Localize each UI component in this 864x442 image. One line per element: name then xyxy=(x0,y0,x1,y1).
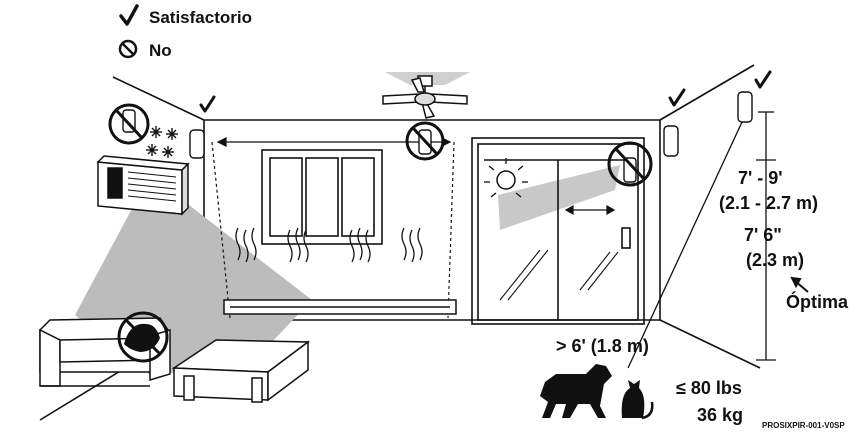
legend-ok-label: Satisfactorio xyxy=(149,8,252,27)
height-optimal-m: (2.3 m) xyxy=(746,250,804,270)
pet-weight-kg: 36 kg xyxy=(697,405,743,425)
sensor-left-corner-ok xyxy=(190,97,214,158)
sensor-fan-prohibited xyxy=(407,123,443,159)
part-code: PROSIXPIR-001-V0SP xyxy=(762,421,845,430)
detection-line xyxy=(628,122,742,368)
snowflake-icons xyxy=(146,126,178,158)
height-range-m: (2.1 - 2.7 m) xyxy=(719,193,818,213)
dog-silhouette xyxy=(540,364,612,418)
wall-width-arrow xyxy=(218,138,450,146)
slide-direction-arrow xyxy=(566,206,614,214)
legend: Satisfactorio No xyxy=(120,6,252,60)
ceiling-fan xyxy=(383,76,467,118)
sensor-ceiling-right-ok xyxy=(738,72,770,122)
sensor-right-corner-ok xyxy=(664,90,684,156)
sunlight-beam xyxy=(498,165,620,230)
legend-no-label: No xyxy=(149,41,172,60)
height-optimal-ft: 7' 6" xyxy=(744,225,782,245)
pet-weight-lbs: ≤ 80 lbs xyxy=(676,378,742,398)
height-range-ft: 7' - 9' xyxy=(738,168,783,188)
baseboard-heater xyxy=(224,300,456,314)
optimal-pointer-arrow xyxy=(792,278,808,292)
pet-clearance-label: > 6' (1.8 m) xyxy=(556,336,649,356)
cat-silhouette xyxy=(622,380,653,418)
window xyxy=(262,150,382,244)
checkmark-icon xyxy=(121,6,137,24)
checkmark-icon xyxy=(756,72,770,87)
prohibited-icon xyxy=(120,41,136,57)
optimal-label: Óptima xyxy=(786,291,849,312)
air-conditioner xyxy=(98,156,188,214)
sensor-ac-prohibited xyxy=(110,105,148,143)
checkmark-icon xyxy=(670,90,684,105)
checkmark-icon xyxy=(201,97,214,111)
